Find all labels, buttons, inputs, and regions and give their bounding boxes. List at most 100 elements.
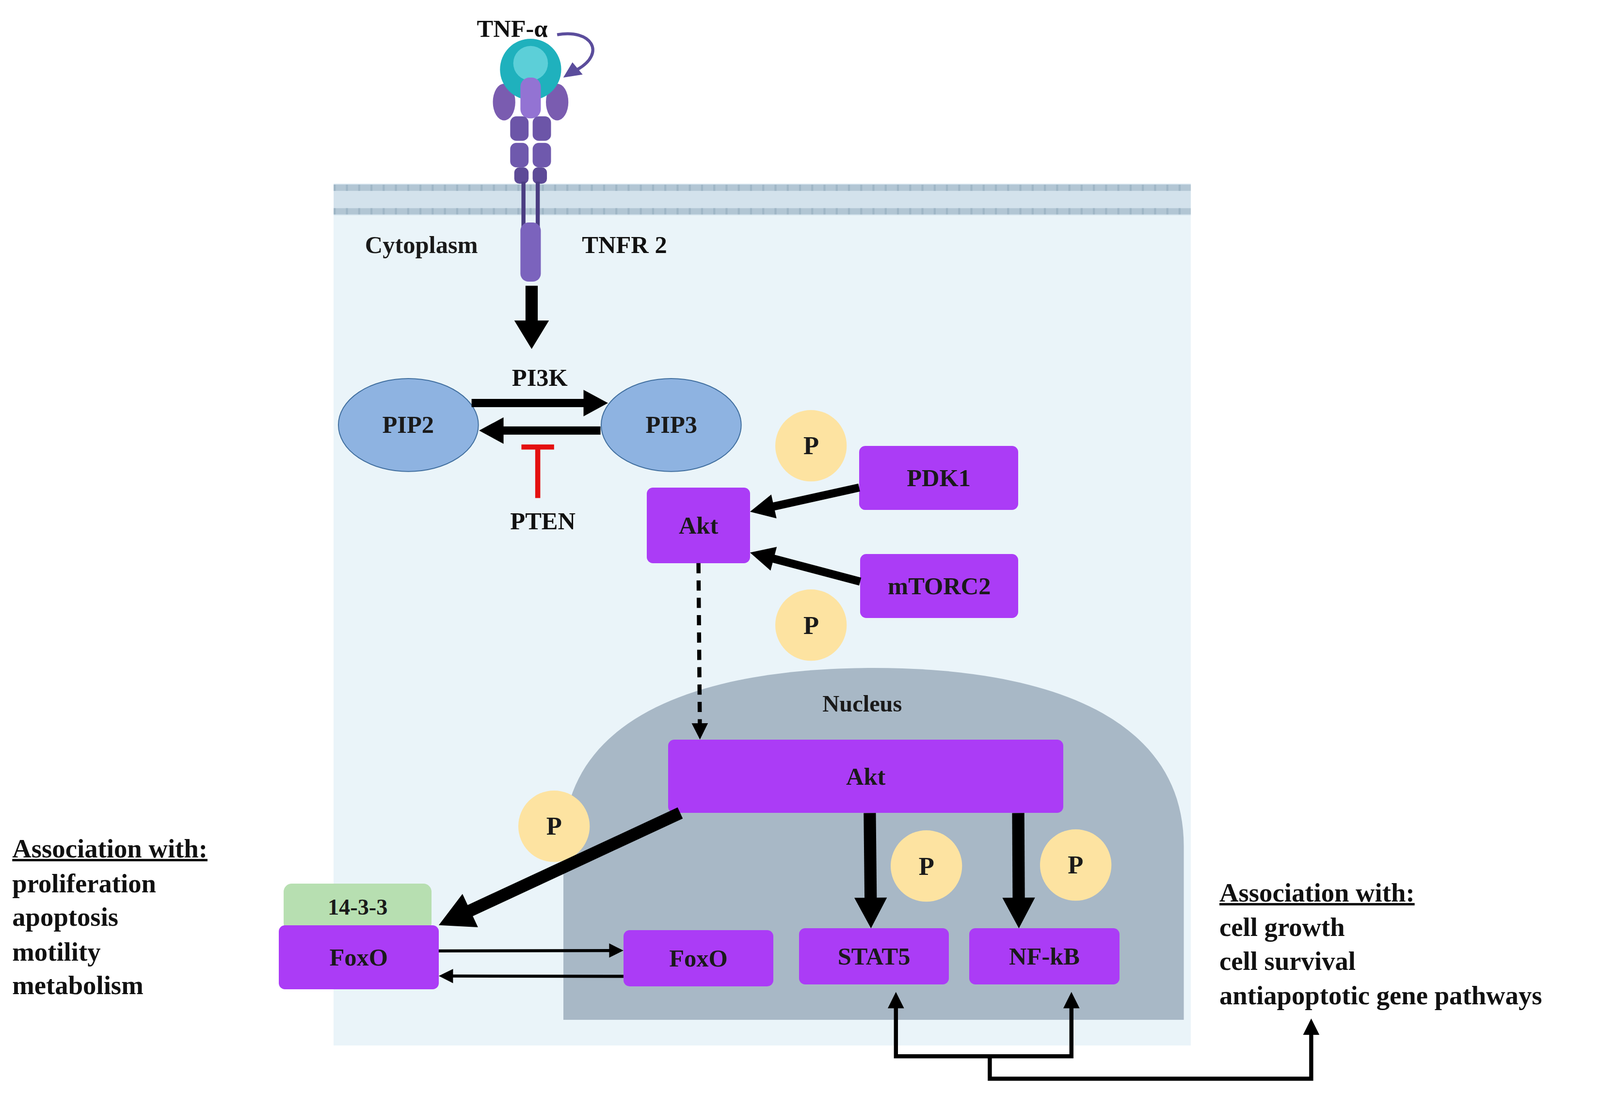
node-text: 14-3-3 [327,894,388,921]
list-item: motility [12,936,101,969]
arrow-connector [479,417,601,445]
arrow-line [768,487,860,508]
node-text: PDK1 [906,464,971,493]
arrow-head [438,894,479,928]
arrow-head [887,992,905,1009]
circle-shape [890,830,962,902]
inhibitor-line [535,447,541,498]
arrow-line [450,974,624,978]
transcription-factor-box: FoxO [623,930,774,987]
arrow-line [869,813,871,904]
arrow-connector [750,487,860,519]
receptor-domain [514,167,529,184]
arrow-head [479,417,504,445]
arrow-head [583,389,608,417]
binding-arrow [557,33,593,78]
kinase-box: Akt [646,487,751,564]
arrow-connector [438,813,681,928]
receptor-domain [532,143,552,168]
arrow-line [768,557,861,582]
inhibition-bar [521,447,554,498]
arrow-line [464,813,681,914]
node-text: P [803,610,819,641]
node-text: PIP2 [382,410,435,439]
arrow-shaft [525,286,538,323]
lipid-ellipse: PIP3 [599,377,743,473]
edge-label: PI3K [512,363,568,393]
inhibitor-label: PTEN [510,506,576,537]
curved-arrow [557,33,593,70]
ellipse-shape [601,378,742,472]
circle-shape [775,589,847,661]
arrow-connector [1002,813,1035,929]
phosphate-circle: P [1040,829,1112,901]
list-item: cell survival [1219,945,1356,978]
transcription-factor-box: FoxO [278,925,439,991]
membrane-band [333,183,1191,216]
node-text: Cytoplasm [365,230,479,259]
arrow-connector [471,389,608,417]
arrow-head [691,723,709,740]
circle-shape [1040,829,1112,901]
arrow-head [514,320,550,350]
transcription-factor-box: NF-kB [969,928,1120,985]
list-item: apoptosis [12,901,119,934]
arrow-head [608,943,624,958]
node-text: P [1067,850,1084,880]
arrow-head [563,62,583,78]
phosphate-circle: P [518,790,590,863]
tnf-ligand [499,38,561,100]
membrane-texture [333,184,1191,192]
arrow-head [1002,897,1035,929]
transcription-factor-box: STAT5 [799,928,949,985]
arrow-connector [691,563,709,740]
arrow-head [854,897,887,929]
arrow-line [698,563,701,727]
tnfr2-receptor [493,38,569,282]
node-text: P [546,811,562,842]
list-item: metabolism [12,969,144,1002]
arrow-line [438,949,612,953]
phosphate-circle: P [890,830,962,902]
protein-box: 14-3-3 [283,883,432,932]
node-text: NF-kB [1008,942,1080,971]
ligand-label: TNF-α [476,14,548,44]
receptor-domain [510,143,529,168]
cell-membrane [333,183,1191,216]
arrow-connector [854,813,887,929]
arrow-connector [438,943,624,958]
phosphate-circle: P [775,410,847,482]
arrow-line [471,399,589,408]
kinase-box: mTORC2 [860,554,1019,619]
arrow-head [750,494,777,519]
arrow-connector [750,546,861,582]
receptor-domain [510,116,529,142]
node-text: PIP3 [645,410,698,439]
dome-shape [563,668,1184,1021]
node-text: Nucleus [822,690,902,718]
arrow-head [1303,1018,1320,1036]
tnf-ligand-highlight [513,46,549,81]
signal-arrow [514,286,550,350]
node-text: mTORC2 [887,572,991,601]
receptor-stalk [535,181,540,229]
node-text: STAT5 [837,942,911,971]
arrow-head [750,546,777,571]
list-heading: Association with: [12,832,208,865]
receptor-lobe [493,83,516,121]
receptor-core [520,77,541,119]
receptor-domain [532,167,547,184]
arrow-line [498,426,601,435]
ellipse-shape [337,378,479,472]
membrane-line [333,208,1191,215]
arrow-head [438,969,453,984]
nucleus-region: NucleusAktP P FoxO STAT5 NF-kB [563,668,1184,1021]
cell-region: CytoplasmPIP2PIP3PPDK1AktmTORC2PNucleusA… [333,183,1191,1046]
arrow-head [1063,992,1080,1009]
receptor-label: TNFR 2 [581,230,667,260]
kinase-box: Akt [668,739,1063,814]
receptor-stalk [521,181,526,229]
node-text: Akt [846,762,886,791]
